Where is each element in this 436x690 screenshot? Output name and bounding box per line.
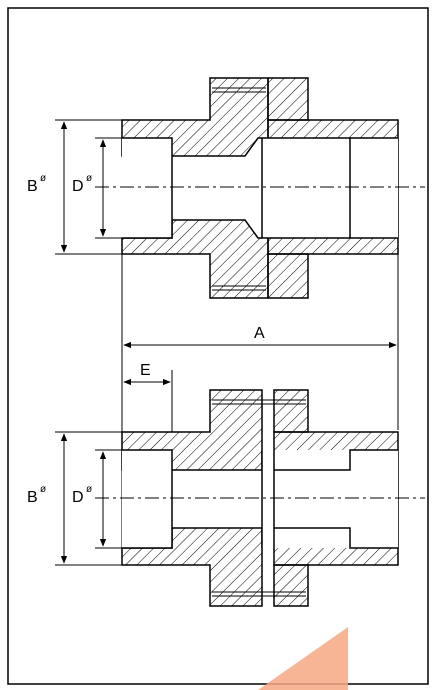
bottom-thread-upper [212, 399, 306, 405]
bottom-bore-outline-left [122, 449, 173, 549]
top-thread-upper [212, 87, 266, 93]
top-right-socket [350, 137, 398, 239]
bottom-right-socket [274, 449, 398, 549]
bottom-label-b: B [27, 489, 38, 506]
top-label-d: D [72, 178, 84, 195]
drawing-frame [7, 7, 429, 685]
top-bore-outline-mid [172, 137, 351, 239]
bottom-bore [122, 450, 398, 548]
bottom-label-b-symbol: ø [40, 484, 46, 495]
bottom-label-d: D [72, 489, 84, 506]
bottom-thread-lower [212, 591, 306, 597]
union-exploded-view-bottom: B ø D ø [27, 389, 425, 607]
top-bore-outline-left [122, 137, 173, 239]
label-a: A [254, 325, 265, 342]
top-bore [122, 138, 398, 238]
top-label-d-symbol: ø [86, 173, 92, 184]
bottom-label-d-symbol: ø [86, 484, 92, 495]
bottom-gap [261, 450, 275, 548]
label-e: E [140, 362, 151, 379]
watermark-shape [258, 627, 348, 690]
bottom-bore-outline-mid [172, 469, 262, 529]
union-assembled-view-top: B ø D ø [27, 77, 425, 299]
top-label-b: B [27, 178, 38, 195]
top-thread-lower [212, 285, 266, 291]
top-nut [267, 77, 309, 299]
top-label-b-symbol: ø [40, 173, 46, 184]
